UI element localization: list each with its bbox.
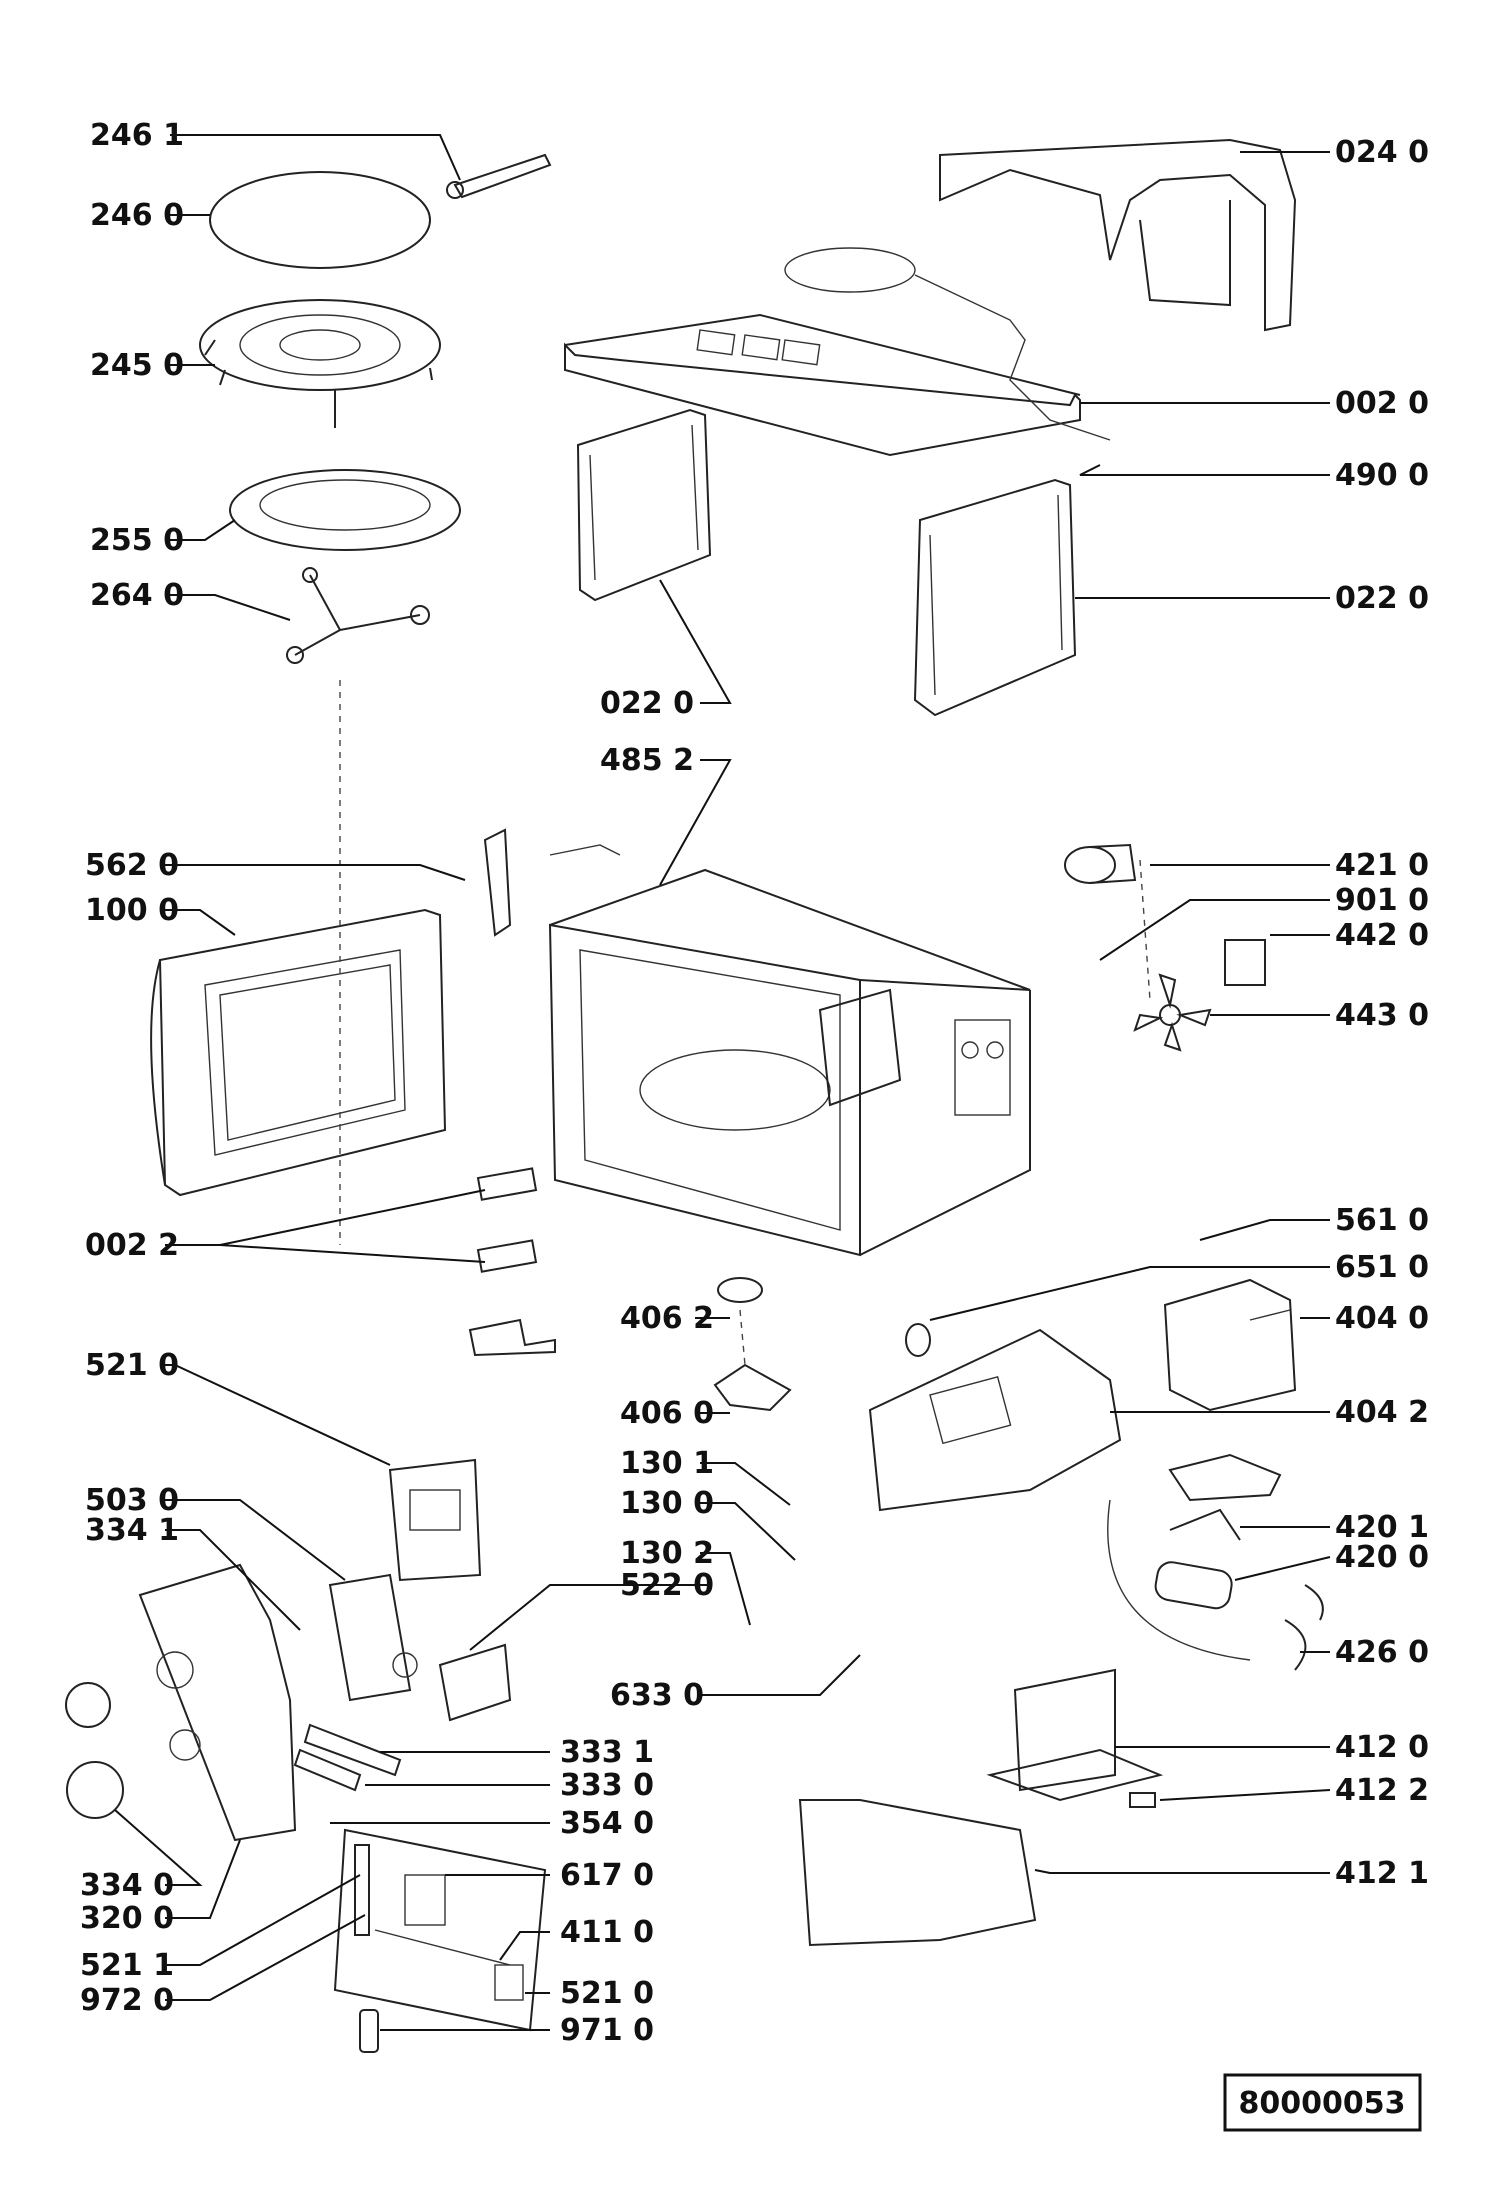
fan-blade-part [1133, 973, 1212, 1052]
wiring-harness-part [784, 247, 1111, 441]
callout-334-1: 334 1 [85, 1513, 179, 1548]
callout-246-1: 246 1 [90, 118, 184, 153]
top-plate-part [564, 313, 1081, 457]
callout-leaders [114, 134, 1331, 2031]
callout-022-0-right: 022 0 [1335, 581, 1429, 616]
diode-part [1284, 1584, 1324, 1671]
callout-411-0: 411 0 [560, 1915, 654, 1950]
waveguide-bracket-part [868, 1328, 1122, 1512]
fan-motor-part [1064, 843, 1137, 884]
callout-412-0: 412 0 [1335, 1730, 1429, 1765]
outer-cover-part [939, 138, 1297, 332]
callout-333-1: 333 1 [560, 1735, 654, 1770]
timer-part [328, 1573, 418, 1702]
door-part [150, 908, 447, 1197]
assembly-guide-line [739, 1309, 746, 1366]
callout-420-1: 420 1 [1335, 1510, 1429, 1545]
callout-246-0: 246 0 [90, 198, 184, 233]
callout-404-0: 404 0 [1335, 1301, 1429, 1336]
turntable-motor-part [713, 1277, 792, 1412]
side-panel-left-part [576, 408, 712, 602]
callout-002-2: 002 2 [85, 1228, 179, 1263]
glass-plate-part [209, 171, 431, 269]
grill-rack-part [199, 299, 441, 428]
callout-442-0: 442 0 [1335, 918, 1429, 953]
hv-transformer-part [986, 1668, 1164, 1808]
callout-412-1: 412 1 [1335, 1856, 1429, 1891]
callout-130-1: 130 1 [620, 1446, 714, 1481]
turntable-handle-part [446, 153, 552, 199]
capacitor-part [1107, 1499, 1251, 1661]
callout-130-0: 130 0 [620, 1486, 714, 1521]
side-panel-right-part [913, 478, 1077, 717]
callout-412-2: 412 2 [1335, 1773, 1429, 1808]
callout-404-2: 404 2 [1335, 1395, 1429, 1430]
fuse-part [354, 1844, 379, 2053]
control-bracket-part [388, 1458, 482, 1582]
callout-100-0: 100 0 [85, 893, 179, 928]
document-number: 80000053 [1239, 2086, 1406, 2121]
callout-354-0: 354 0 [560, 1806, 654, 1841]
callout-971-0: 971 0 [560, 2013, 654, 2048]
document-number-box: 80000053 [1223, 2073, 1422, 2132]
callout-255-0: 255 0 [90, 523, 184, 558]
callout-labels: 246 1 246 0 245 0 255 0 264 0 024 0 002 … [80, 118, 1429, 2048]
callout-002-0: 002 0 [1335, 386, 1429, 421]
oven-cavity-part [548, 868, 1031, 1257]
callout-024-0: 024 0 [1335, 135, 1429, 170]
callout-022-0-left: 022 0 [600, 686, 694, 721]
callout-485-2: 485 2 [600, 743, 694, 778]
callout-264-0: 264 0 [90, 578, 184, 613]
callout-490-0: 490 0 [1335, 458, 1429, 493]
callout-406-2: 406 2 [620, 1301, 714, 1336]
turntable-part [229, 469, 461, 551]
callout-651-0: 651 0 [1335, 1250, 1429, 1285]
callout-972-0: 972 0 [80, 1983, 174, 2018]
callout-421-0: 421 0 [1335, 848, 1429, 883]
lamp-part [905, 1323, 931, 1357]
magnetron-part [1163, 1278, 1297, 1412]
callout-522-0: 522 0 [620, 1568, 714, 1603]
callout-521-0-upper: 521 0 [85, 1348, 179, 1383]
callout-521-1: 521 1 [80, 1948, 174, 1983]
pcb-part [333, 1828, 547, 2032]
callout-562-0: 562 0 [85, 848, 179, 883]
capacitor-bracket-part [1168, 1453, 1282, 1541]
callout-901-0: 901 0 [1335, 883, 1429, 918]
callout-406-0: 406 0 [620, 1396, 714, 1431]
callout-245-0: 245 0 [90, 348, 184, 383]
callout-503-0: 503 0 [85, 1483, 179, 1518]
callout-333-0: 333 0 [560, 1768, 654, 1803]
door-hook-part [476, 1167, 538, 1273]
callout-426-0: 426 0 [1335, 1635, 1429, 1670]
callout-561-0: 561 0 [1335, 1203, 1429, 1238]
switch-part [293, 1643, 512, 1792]
callout-420-0: 420 0 [1335, 1540, 1429, 1575]
callout-521-0-lower: 521 0 [560, 1976, 654, 2011]
callout-633-0: 633 0 [610, 1678, 704, 1713]
base-plate-part [798, 1799, 1037, 1947]
callout-130-2: 130 2 [620, 1536, 714, 1571]
callout-443-0: 443 0 [1335, 998, 1429, 1033]
roller-ring-part [286, 567, 430, 664]
callout-320-0: 320 0 [80, 1901, 174, 1936]
door-hinge-bracket-part [483, 828, 621, 937]
callout-617-0: 617 0 [560, 1858, 654, 1893]
thermostat-part [1224, 939, 1266, 986]
knob-part [65, 1682, 124, 1819]
callout-334-0: 334 0 [80, 1868, 174, 1903]
control-panel-part [138, 1563, 297, 1842]
foot-bracket-part [468, 1318, 556, 1357]
